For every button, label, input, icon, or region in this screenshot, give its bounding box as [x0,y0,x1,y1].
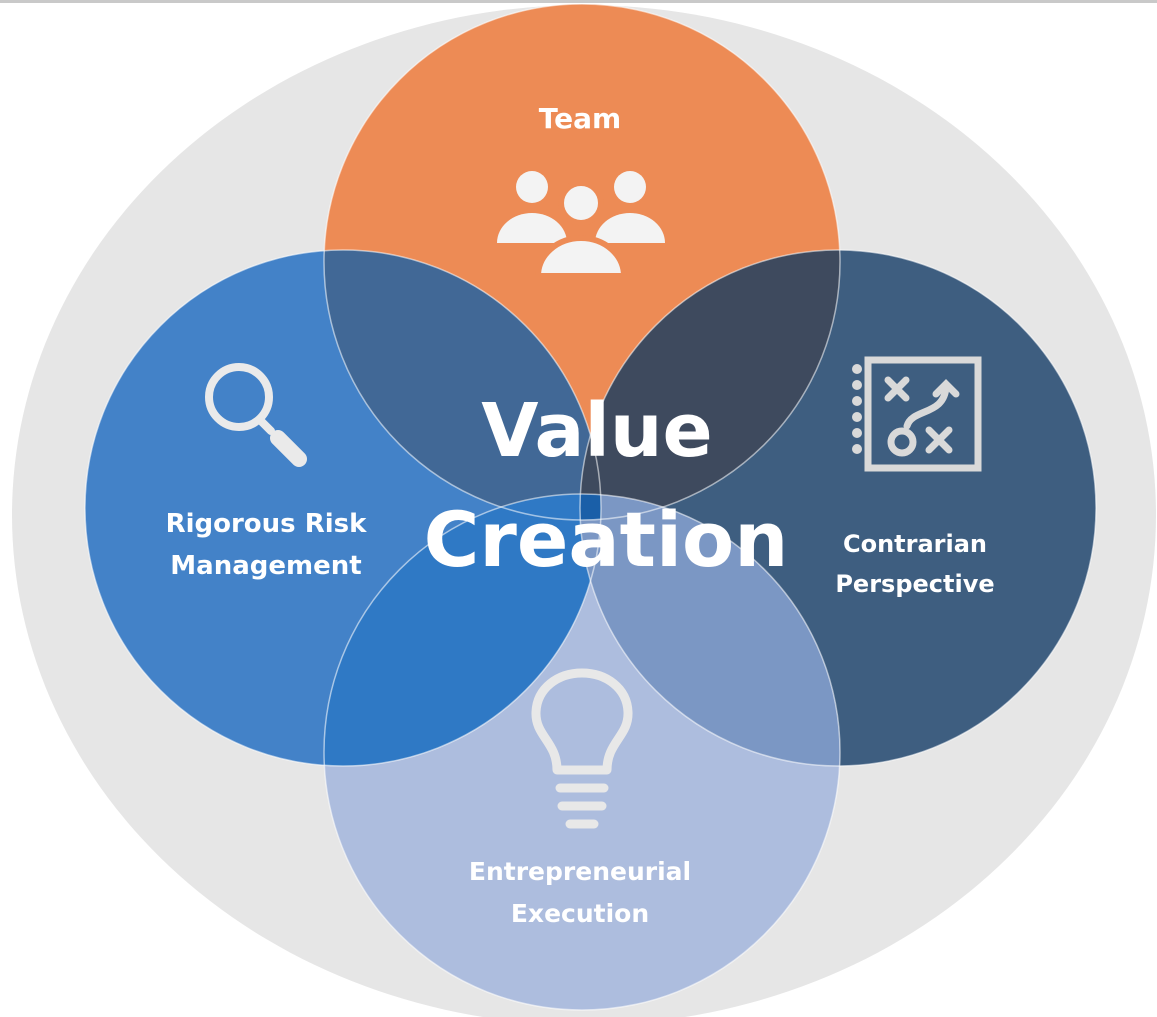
center-title-line1: Value [481,388,712,474]
execution-label-line2: Execution [511,899,649,928]
risk-label-line2: Management [170,551,361,581]
circle-outlines [84,3,1097,1011]
contrarian-label-line1: Contrarian [843,530,987,558]
center-title-line2: Creation [424,495,789,584]
risk-label-line1: Rigorous Risk [166,509,368,539]
magnifier-search-icon [205,363,307,467]
top-divider [0,0,1157,3]
execution-label-line1: Entrepreneurial [469,857,691,886]
team-label: Team [539,102,621,135]
lightbulb-icon [531,668,633,829]
contrarian-label-line2: Perspective [835,570,994,598]
team-people-icon [497,171,665,279]
strategy-playbook-icon [852,356,982,472]
